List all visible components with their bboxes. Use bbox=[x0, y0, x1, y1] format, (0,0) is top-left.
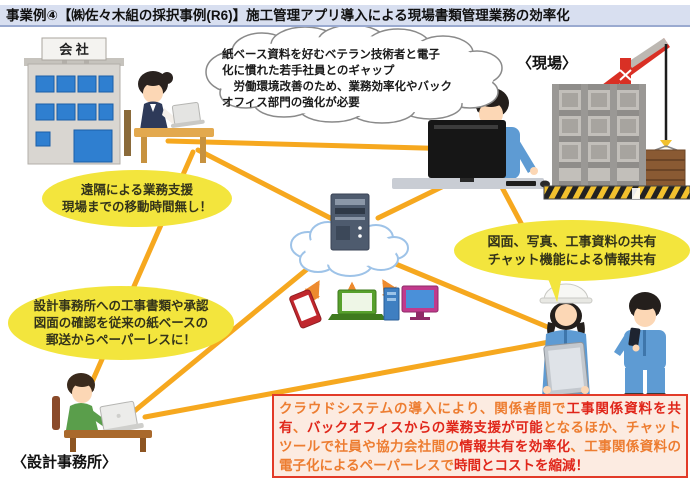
summary-segment: クラウドシステムの導入により、関係者間で bbox=[279, 401, 567, 416]
smartphone-icon bbox=[289, 289, 322, 329]
summary-segment: 、 bbox=[292, 420, 307, 435]
thought-cloud-shape bbox=[205, 24, 503, 124]
page-title: 事業例④【㈱佐々木組の採択事例(R6)】施工管理アプリ導入による現場書類管理業務… bbox=[0, 5, 690, 27]
laptop-icon bbox=[328, 289, 386, 320]
field-worker-man-phone-illustration bbox=[614, 292, 666, 398]
desktop-pc-icon bbox=[383, 285, 439, 321]
company-sign-label: 会 社 bbox=[59, 42, 89, 57]
office-woman-laptop-illustration bbox=[124, 71, 214, 163]
bubble-sharing: 図面、写真、工事資料の共有 チャット機能による情報共有 bbox=[454, 220, 690, 281]
summary-segment: となるほか、チャットツールで社員や協力会社間の bbox=[279, 420, 682, 454]
summary-text: クラウドシステムの導入により、関係者間で工事関係資料を共有、バックオフィスからの… bbox=[279, 401, 681, 473]
summary-segment: バックオフィスからの業務支援が可能 bbox=[306, 420, 544, 435]
building-frame bbox=[552, 84, 646, 186]
mobile-devices-illustration bbox=[289, 285, 439, 329]
safety-barrier bbox=[543, 185, 690, 200]
summary-segment: 情報共有を効率化 bbox=[459, 439, 571, 454]
bubble-remote-support: 遠隔による業務支援 現場までの移動時間無し！ bbox=[42, 170, 232, 227]
bubble-paperless: 設計事務所への工事書類や承認 図面の確認を従来の紙ベースの 郵送からペーパーレス… bbox=[8, 286, 234, 360]
server-icon bbox=[330, 193, 370, 251]
designer-man-laptop-illustration bbox=[52, 373, 152, 452]
site-label: 〈現場〉 bbox=[517, 55, 578, 72]
thought-cloud-text: 紙ベース資料を好むベテラン技術者と電子 化に慣れた若手社員とのギャップ 労働環境… bbox=[222, 49, 452, 109]
office-building-illustration: 会 社 bbox=[24, 37, 124, 165]
summary-segment: 工事関係資料を共有 bbox=[279, 401, 682, 435]
design-office-label: 〈設計事務所〉 bbox=[12, 454, 118, 471]
construction-site-illustration bbox=[543, 38, 690, 200]
cloud-server-illustration bbox=[290, 193, 409, 277]
summary-box: クラウドシステムの導入により、関係者間で工事関係資料を共有、バックオフィスからの… bbox=[272, 394, 688, 478]
pc-operator-man-illustration bbox=[392, 88, 550, 189]
field-worker-woman-tablet-illustration bbox=[539, 283, 593, 398]
summary-segment: 時間とコストを縮減！ bbox=[453, 458, 589, 473]
connection-line bbox=[142, 337, 563, 420]
connection-line bbox=[195, 147, 341, 225]
summary-segment: 、工事関係資料の電子化によるペーパーレスで bbox=[279, 439, 681, 473]
